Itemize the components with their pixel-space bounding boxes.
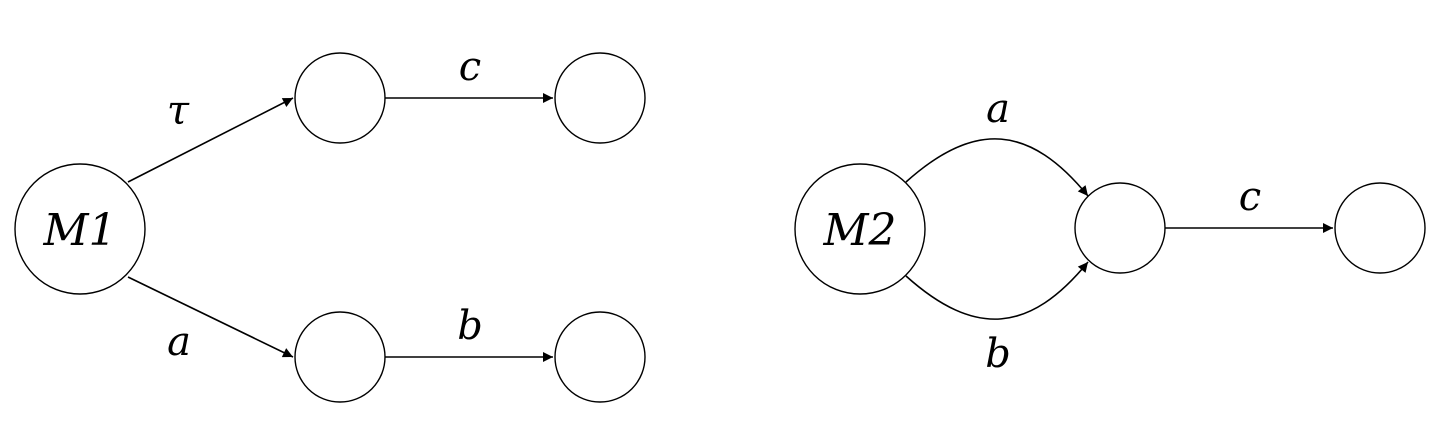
m1-edge-b-label: b <box>457 303 483 349</box>
m1-edge-tau <box>127 97 294 183</box>
m2-node-ab-target <box>1074 182 1166 274</box>
m2-edge-a-label: a <box>986 86 1010 132</box>
m2-start-node <box>794 163 926 295</box>
m1-start-label: M1 <box>42 205 116 256</box>
m2-edge-b <box>905 261 1089 320</box>
m1-edge-tau-label: τ <box>167 88 190 134</box>
m1-start-node <box>14 163 146 295</box>
m1-node-c-target <box>554 52 646 144</box>
m1-node-b-target <box>554 311 646 403</box>
m1-edge-a-label: a <box>167 319 191 365</box>
m1-edge-c-label: c <box>459 44 481 90</box>
m2-start-label: M2 <box>822 205 896 256</box>
m2-edge-a <box>905 138 1089 197</box>
m1-edge-a <box>127 276 294 358</box>
graph-m2: M2 a b c <box>794 86 1426 377</box>
m1-node-a-target <box>294 311 386 403</box>
m2-edge-c-label: c <box>1239 174 1261 220</box>
m2-node-c-target <box>1334 182 1426 274</box>
graph-m1: M1 τ c a b <box>14 44 646 403</box>
m1-node-tau-target <box>294 52 386 144</box>
m2-edge-b-label: b <box>985 331 1011 377</box>
